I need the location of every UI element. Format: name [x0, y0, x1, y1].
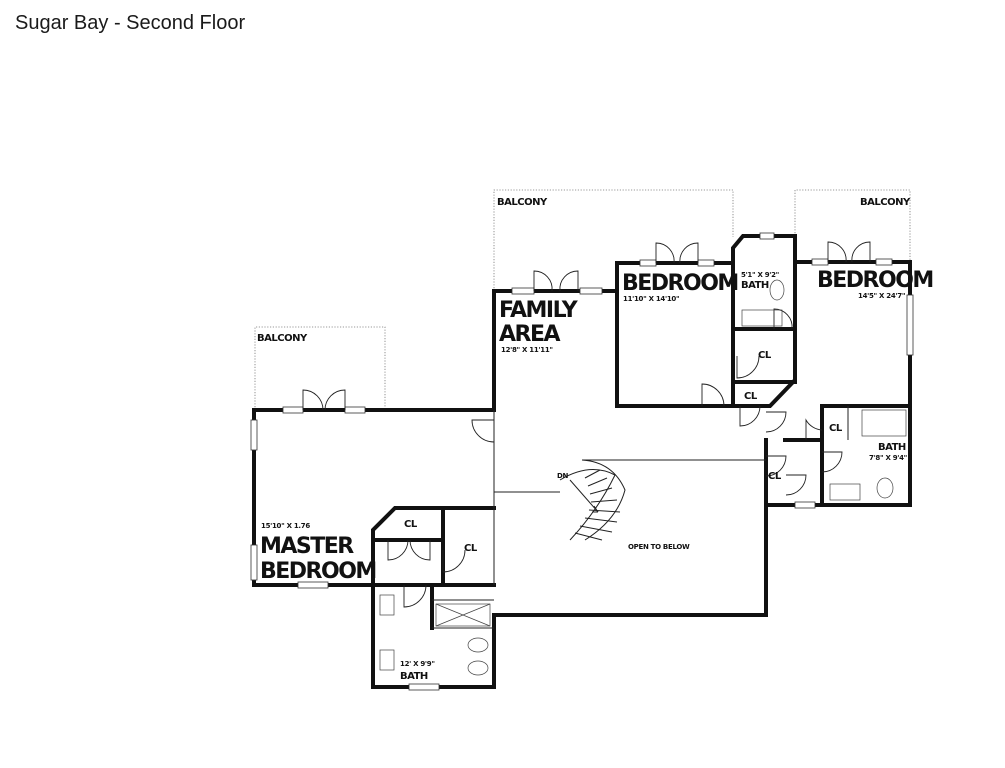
bath-fixtures [379, 279, 907, 676]
bedroom-right-dimensions: 14'5" X 24'7" [858, 292, 905, 300]
balcony-left-label: BALCONY [257, 333, 308, 344]
vanity [741, 309, 783, 327]
window [297, 581, 329, 589]
window [250, 419, 258, 451]
bath-right-dimensions: 7'8" X 9'4" [869, 454, 907, 462]
family-area-label-2: AREA [499, 322, 560, 347]
bath-small-dimensions: 5'1" X 9'2" [741, 271, 779, 279]
shower [861, 409, 907, 437]
window [794, 501, 816, 509]
window [697, 259, 715, 267]
toilet [467, 637, 489, 653]
master-bedroom-label-2: BEDROOM [260, 559, 376, 584]
bedroom-right-label: BEDROOM [817, 268, 933, 293]
closet-label: CL [768, 471, 782, 482]
window [250, 544, 258, 581]
toilet [876, 477, 894, 499]
interior-doors [387, 308, 843, 608]
shower [435, 603, 491, 627]
window [811, 258, 829, 266]
window [511, 287, 535, 295]
balcony-center-outline [493, 189, 734, 291]
walls [252, 234, 912, 689]
master-bath-label: BATH [400, 671, 428, 682]
closet-label: CL [829, 423, 843, 434]
family-area-label-1: FAMILY [499, 298, 579, 323]
window [579, 287, 603, 295]
interior-lines [432, 406, 849, 629]
page-title: Sugar Bay - Second Floor [15, 12, 246, 34]
bath-small-label: BATH [741, 280, 769, 291]
tub [467, 660, 489, 676]
bedroom-center-dimensions: 11'10" X 14'10" [623, 295, 679, 303]
window [906, 294, 914, 356]
bath-right-label: BATH [878, 442, 906, 453]
staircase [559, 459, 626, 541]
sink [379, 649, 395, 671]
master-bedroom-dimensions: 15'10" X 1.76 [261, 522, 310, 530]
family-area-dimensions: 12'8" X 11'11" [501, 346, 553, 354]
closet-label: CL [464, 543, 478, 554]
open-to-below-label: OPEN TO BELOW [628, 543, 690, 551]
sink [379, 594, 395, 616]
master-bedroom-label-1: MASTER [260, 534, 354, 559]
balcony-outlines [254, 189, 911, 410]
window [875, 258, 893, 266]
toilet [769, 279, 785, 301]
windows [250, 232, 914, 691]
closet-label: CL [744, 391, 758, 402]
balcony-right-outline [794, 189, 911, 262]
window [344, 406, 366, 414]
window [639, 259, 657, 267]
window [282, 406, 304, 414]
bedroom-center-label: BEDROOM [622, 271, 738, 296]
closet-label: CL [404, 519, 418, 530]
room-labels: BALCONY BALCONY BALCONY FAMILY AREA 12'8… [257, 197, 934, 682]
balcony-center-label: BALCONY [497, 197, 548, 208]
master-bath-dimensions: 12' X 9'9" [400, 660, 435, 668]
window [408, 683, 440, 691]
window [759, 232, 775, 240]
closet-label: CL [758, 350, 772, 361]
stair-down-label: DN [557, 472, 569, 480]
balcony-right-label: BALCONY [860, 197, 911, 208]
vanity [829, 483, 861, 501]
french-doors [302, 241, 871, 411]
